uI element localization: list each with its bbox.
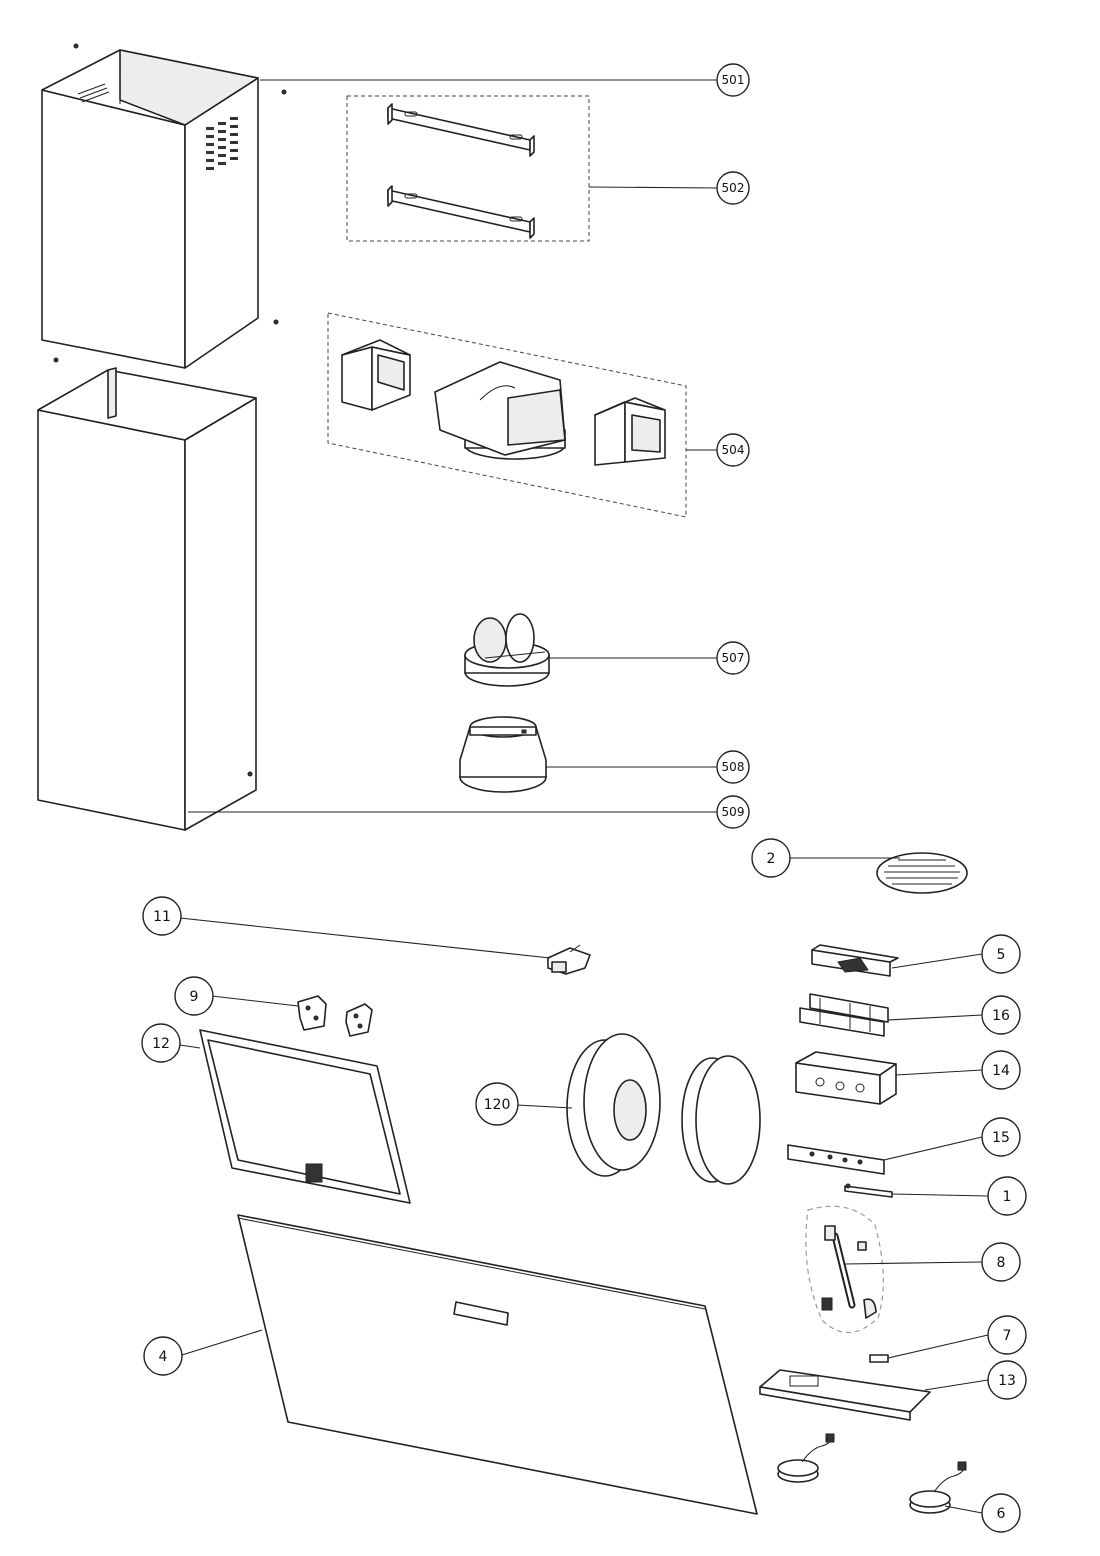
micro-switch [547, 944, 591, 975]
callout-label-11: 11 [153, 909, 171, 925]
callout-label-1: 1 [1003, 1189, 1012, 1205]
callout-14: 14 [981, 1050, 1021, 1090]
callout-16: 16 [981, 995, 1021, 1035]
control-box-housing [799, 993, 889, 1037]
callout-501: 501 [716, 63, 750, 97]
callout-label-9: 9 [190, 989, 199, 1005]
callout-label-15: 15 [992, 1130, 1010, 1146]
switch-lever [844, 1183, 893, 1198]
callout-15: 15 [981, 1117, 1021, 1157]
mounting-brackets [346, 95, 590, 242]
duct-adapter-middle [434, 361, 566, 460]
callout-label-508: 508 [722, 760, 745, 774]
callout-label-13: 13 [998, 1373, 1016, 1389]
gas-spring-kit [805, 1205, 884, 1334]
lamp-panel [759, 1369, 931, 1421]
carbon-filter-disc [681, 1055, 761, 1185]
callout-label-2: 2 [767, 851, 776, 867]
callout-507: 507 [716, 641, 750, 675]
vent-slots [206, 117, 238, 170]
callout-label-7: 7 [1003, 1328, 1012, 1344]
callout-508: 508 [716, 750, 750, 784]
duct-adapter-left [341, 339, 411, 411]
carbon-filters [566, 1033, 761, 1185]
duct-adapter-right [594, 397, 666, 466]
hinge-brackets [297, 995, 373, 1037]
callout-1: 1 [987, 1176, 1027, 1216]
callout-label-16: 16 [992, 1008, 1010, 1024]
duct-adapters [327, 312, 687, 518]
callout-8: 8 [981, 1242, 1021, 1282]
lower-chimney-cover [37, 367, 257, 831]
small-clip [869, 1354, 889, 1363]
led-lamp-left [777, 1433, 835, 1483]
upper-chimney-cover [41, 43, 287, 369]
led-lamps [777, 1433, 967, 1514]
callout-7: 7 [987, 1315, 1027, 1355]
callout-label-5: 5 [997, 947, 1006, 963]
callout-2: 2 [751, 838, 791, 878]
callout-label-507: 507 [722, 651, 745, 665]
callout-502: 502 [716, 171, 750, 205]
led-lamp-right [909, 1461, 967, 1514]
grease-filter-frame [199, 1029, 411, 1204]
callout-label-504: 504 [722, 443, 745, 457]
leader-lines [179, 79, 989, 1514]
callout-label-8: 8 [997, 1255, 1006, 1271]
callout-label-501: 501 [722, 73, 745, 87]
carbon-filter-ring [566, 1033, 661, 1177]
bracket-upper [387, 103, 535, 157]
callout-label-4: 4 [159, 1349, 168, 1365]
backdraft-damper [464, 613, 550, 687]
callout-label-502: 502 [722, 181, 745, 195]
callout-label-14: 14 [992, 1063, 1010, 1079]
callout-504: 504 [716, 433, 750, 467]
callout-label-120: 120 [484, 1097, 511, 1113]
round-grille [876, 852, 968, 894]
callout-5: 5 [981, 934, 1021, 974]
callout-11: 11 [142, 896, 182, 936]
callout-4: 4 [143, 1336, 183, 1376]
callout-label-12: 12 [152, 1036, 170, 1052]
bracket-lower [387, 185, 535, 239]
callout-13: 13 [987, 1360, 1027, 1400]
reducer-collar [459, 716, 547, 793]
callout-label-6: 6 [997, 1506, 1006, 1522]
callout-509: 509 [716, 795, 750, 829]
control-cover [811, 944, 899, 977]
glass-front-panel [237, 1214, 758, 1515]
control-panel [787, 1144, 885, 1175]
callout-label-509: 509 [722, 805, 745, 819]
callout-120: 120 [475, 1082, 519, 1126]
callout-9: 9 [174, 976, 214, 1016]
callout-6: 6 [981, 1493, 1021, 1533]
callout-12: 12 [141, 1023, 181, 1063]
grille-lines [77, 83, 110, 103]
electronic-board-box [795, 1051, 897, 1105]
